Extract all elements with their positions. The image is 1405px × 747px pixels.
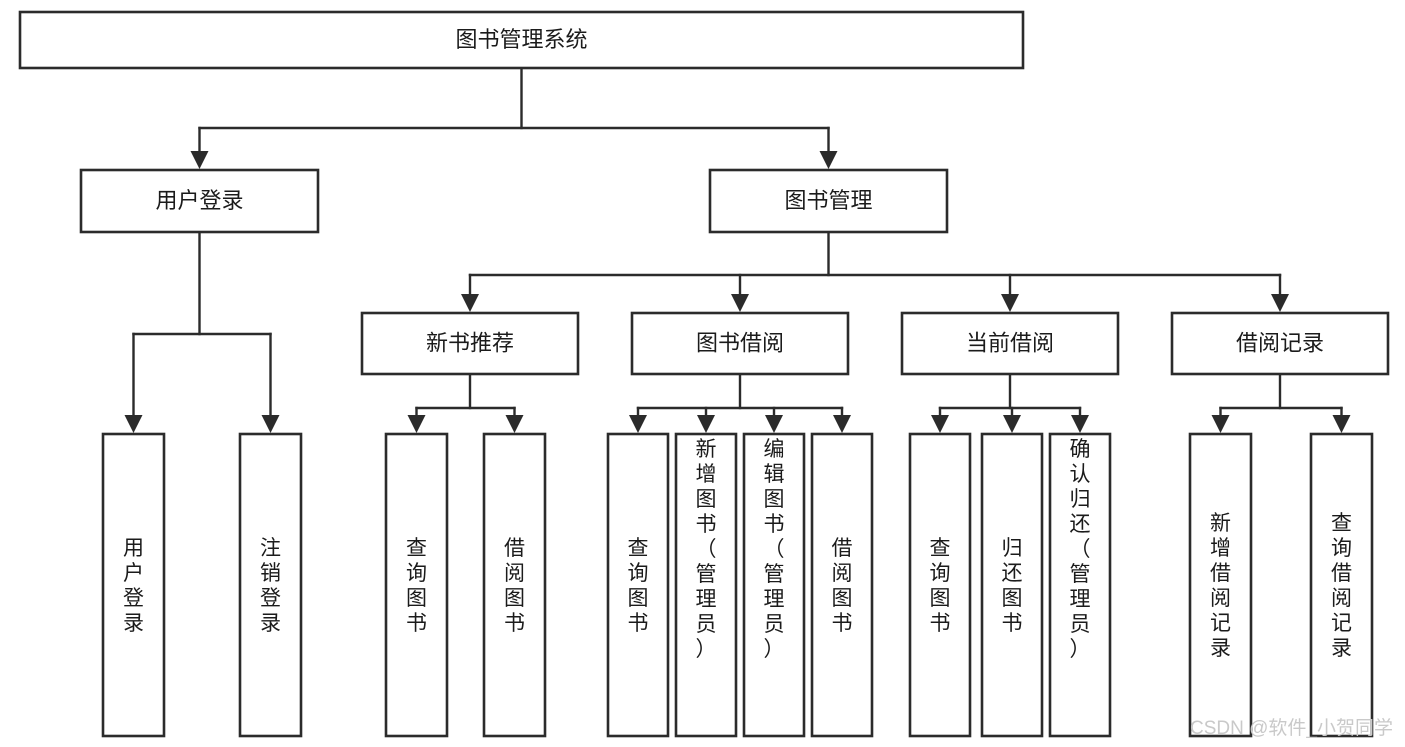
node-leaf-return-book[interactable]: 归还图书 xyxy=(980,432,1044,738)
node-leaf-borrow-book-2-box[interactable] xyxy=(810,432,874,738)
edge-book-manage-arrow-0 xyxy=(461,294,479,312)
node-leaf-query-book-1[interactable]: 查询图书 xyxy=(384,432,449,738)
node-root-box[interactable] xyxy=(18,10,1025,70)
edge-root-arrow-0 xyxy=(190,151,209,169)
edge-book-borrow-arrow-0 xyxy=(629,415,647,433)
node-root[interactable]: 图书管理系统 xyxy=(18,10,1025,70)
edge-root-arrow-1 xyxy=(819,151,838,169)
node-current-borrow-box[interactable] xyxy=(900,311,1120,376)
node-book-manage-box[interactable] xyxy=(708,168,949,234)
edge-book-borrow-arrow-2 xyxy=(765,415,783,433)
node-leaf-logout-label: 注销登录 xyxy=(260,537,281,635)
edge-current-borrow-arrow-0 xyxy=(931,415,949,433)
edge-book-borrow-arrow-1 xyxy=(697,415,715,433)
node-leaf-add-record-box[interactable] xyxy=(1188,432,1253,738)
node-borrow-record[interactable]: 借阅记录 xyxy=(1170,311,1390,376)
node-leaf-logout[interactable]: 注销登录 xyxy=(238,432,303,738)
edge-user-login-arrow-1 xyxy=(261,415,280,433)
edge-current-borrow-arrow-1 xyxy=(1003,415,1021,433)
node-leaf-edit-book-box[interactable] xyxy=(742,432,806,738)
node-current-borrow[interactable]: 当前借阅 xyxy=(900,311,1120,376)
node-leaf-logout-box[interactable] xyxy=(238,432,303,738)
node-leaf-borrow-book-1-box[interactable] xyxy=(482,432,547,738)
node-leaf-query-book-3-box[interactable] xyxy=(908,432,972,738)
node-leaf-add-record-label: 新增借阅记录 xyxy=(1210,512,1231,660)
node-leaf-user-login[interactable]: 用户登录 xyxy=(101,432,166,738)
node-leaf-query-book-1-label: 查询图书 xyxy=(406,537,427,635)
node-leaf-borrow-book-2-label: 借阅图书 xyxy=(832,537,853,635)
node-leaf-confirm-return-box[interactable] xyxy=(1048,432,1112,738)
node-book-borrow-box[interactable] xyxy=(630,311,850,376)
edge-book-manage-arrow-3 xyxy=(1271,294,1289,312)
node-leaf-query-book-2-box[interactable] xyxy=(606,432,670,738)
edge-book-borrow-arrow-3 xyxy=(833,415,851,433)
node-layer: 图书管理系统用户登录图书管理新书推荐图书借阅当前借阅借阅记录用户登录注销登录查询… xyxy=(18,10,1390,738)
node-leaf-add-record[interactable]: 新增借阅记录 xyxy=(1188,432,1253,738)
node-leaf-query-book-2[interactable]: 查询图书 xyxy=(606,432,670,738)
node-leaf-edit-book-label: 编辑图书（管理员） xyxy=(764,438,785,661)
node-book-borrow-label: 图书借阅 xyxy=(696,330,784,355)
node-user-login[interactable]: 用户登录 xyxy=(79,168,320,234)
node-leaf-add-book-box[interactable] xyxy=(674,432,738,738)
node-leaf-query-book-1-box[interactable] xyxy=(384,432,449,738)
node-leaf-edit-book[interactable]: 编辑图书（管理员） xyxy=(742,432,806,738)
node-leaf-return-book-box[interactable] xyxy=(980,432,1044,738)
node-leaf-add-book[interactable]: 新增图书（管理员） xyxy=(674,432,738,738)
node-borrow-record-label: 借阅记录 xyxy=(1236,330,1324,355)
node-leaf-add-book-label: 新增图书（管理员） xyxy=(696,438,717,661)
node-new-book-rec-label: 新书推荐 xyxy=(426,330,514,355)
node-new-book-rec-box[interactable] xyxy=(360,311,580,376)
edge-current-borrow-arrow-2 xyxy=(1071,415,1089,433)
node-leaf-borrow-book-1[interactable]: 借阅图书 xyxy=(482,432,547,738)
node-user-login-label: 用户登录 xyxy=(155,188,243,213)
node-leaf-return-book-label: 归还图书 xyxy=(1002,537,1023,635)
node-leaf-user-login-box[interactable] xyxy=(101,432,166,738)
node-leaf-borrow-book-1-label: 借阅图书 xyxy=(504,537,525,635)
node-root-label: 图书管理系统 xyxy=(455,27,587,52)
connector-layer xyxy=(124,66,1351,433)
node-leaf-confirm-return[interactable]: 确认归还（管理员） xyxy=(1048,432,1112,738)
node-leaf-query-book-2-label: 查询图书 xyxy=(628,537,649,635)
node-leaf-query-book-3[interactable]: 查询图书 xyxy=(908,432,972,738)
node-user-login-box[interactable] xyxy=(79,168,320,234)
edge-new-book-rec-arrow-0 xyxy=(407,415,426,433)
csdn-watermark: CSDN @软件_小贺同学 xyxy=(1190,717,1393,739)
node-leaf-query-record[interactable]: 查询借阅记录 xyxy=(1309,432,1374,738)
node-leaf-confirm-return-label: 确认归还（管理员） xyxy=(1070,438,1091,661)
node-book-manage-label: 图书管理 xyxy=(784,188,872,213)
edge-new-book-rec-arrow-1 xyxy=(505,415,524,433)
node-borrow-record-box[interactable] xyxy=(1170,311,1390,376)
node-leaf-query-book-3-label: 查询图书 xyxy=(930,537,951,635)
node-leaf-user-login-label: 用户登录 xyxy=(123,537,144,635)
node-current-borrow-label: 当前借阅 xyxy=(966,330,1054,355)
node-leaf-borrow-book-2[interactable]: 借阅图书 xyxy=(810,432,874,738)
node-book-borrow[interactable]: 图书借阅 xyxy=(630,311,850,376)
edge-book-manage-arrow-1 xyxy=(731,294,749,312)
node-book-manage[interactable]: 图书管理 xyxy=(708,168,949,234)
edge-borrow-record-arrow-1 xyxy=(1332,415,1351,433)
node-new-book-rec[interactable]: 新书推荐 xyxy=(360,311,580,376)
edge-user-login-arrow-0 xyxy=(124,415,143,433)
edge-book-manage-arrow-2 xyxy=(1001,294,1019,312)
node-leaf-query-record-box[interactable] xyxy=(1309,432,1374,738)
edge-borrow-record-arrow-0 xyxy=(1211,415,1230,433)
node-leaf-query-record-label: 查询借阅记录 xyxy=(1331,512,1352,660)
